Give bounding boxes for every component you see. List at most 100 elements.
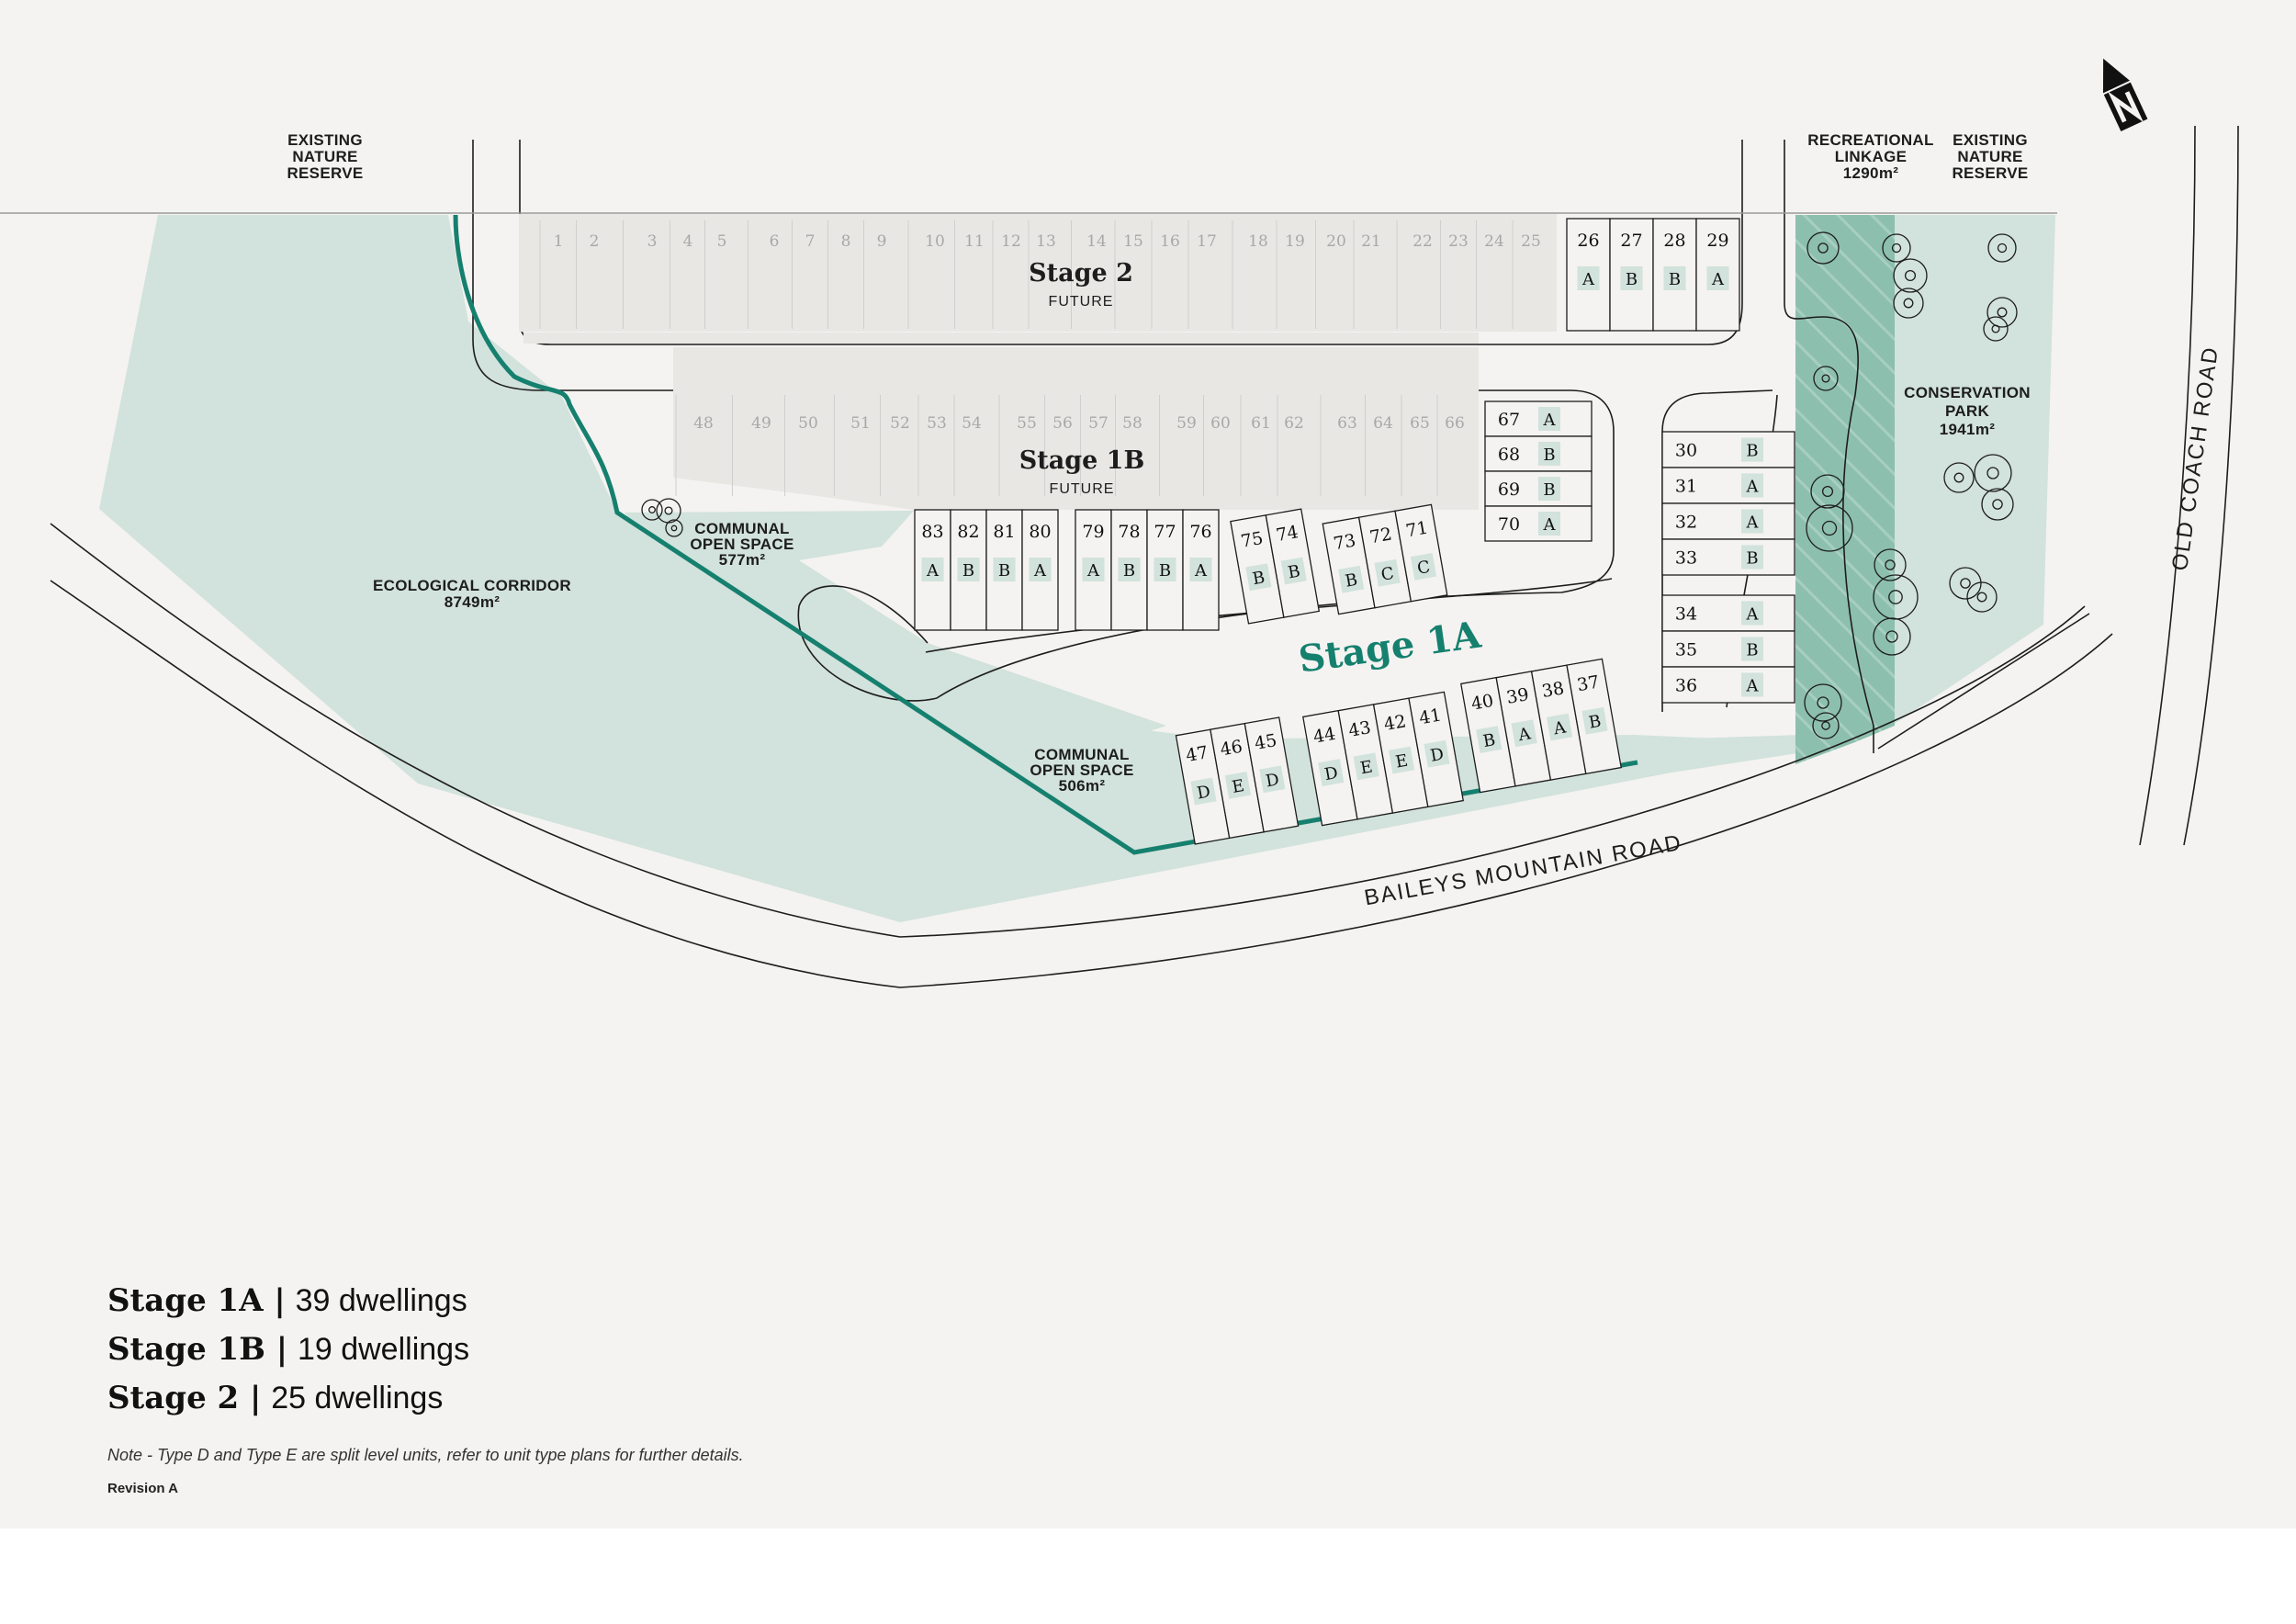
stage2-title: Stage 2 [1029,259,1133,288]
lot-number: 28 [1663,231,1685,251]
future-lot-number: 51 [850,414,871,433]
unit-type-tag: B [1669,270,1681,289]
lot-number: 27 [1620,231,1642,251]
lot-71[interactable]: 71C [1394,503,1448,603]
lot-39[interactable]: 39A [1495,671,1552,787]
label-existing-nature-reserve: NATURE [1957,148,2022,165]
future-lot-number: 49 [751,414,771,433]
lot-42[interactable]: 42E [1372,697,1429,814]
lot-74[interactable]: 74B [1265,508,1321,618]
revision-label: Revision A [107,1481,178,1496]
lot-83[interactable]: 83A [914,509,951,631]
future-lot-number: 65 [1410,414,1430,433]
future-lot-number: 50 [798,414,818,433]
label-recreational-linkage: RECREATIONAL [1807,131,1933,149]
future-lot-number: 16 [1160,232,1180,251]
summary-stage1a: Stage 1A | 39 dwellings [107,1285,467,1316]
lot-73[interactable]: 73B [1322,516,1376,615]
lot-46[interactable]: 46E [1210,722,1265,840]
lot-38[interactable]: 38A [1530,664,1587,781]
summary-stage-name: Stage 1A | [107,1282,286,1319]
lot-28[interactable]: 28B [1652,218,1697,332]
future-lot-number: 48 [693,414,714,433]
tree-icon [1812,712,1840,739]
unit-type-tag: D [1323,763,1340,784]
unit-type-tag: D [1196,782,1212,803]
future-lot-number: 63 [1337,414,1357,433]
unit-type-tag: A [1551,717,1568,739]
future-lot-number: 14 [1086,232,1107,251]
lot-27[interactable]: 27B [1609,218,1654,332]
future-lot-number: 61 [1251,414,1271,433]
future-lot-number: 8 [841,232,851,251]
future-lot-number: 52 [890,414,910,433]
lot-82[interactable]: 82B [950,509,987,631]
stage1b-status: FUTURE [1050,481,1115,497]
lot-78[interactable]: 78B [1110,509,1148,631]
tree-icon [1893,288,1924,319]
summary-stage-name: Stage 1B | [107,1331,288,1368]
label-recreational-linkage: 1290m² [1843,164,1898,182]
lot-81[interactable]: 81B [985,509,1023,631]
lot-number: 32 [1675,513,1697,533]
lot-number: 46 [1219,737,1244,761]
lot-44[interactable]: 44D [1302,709,1358,827]
lot-26[interactable]: 26A [1566,218,1611,332]
lot-47[interactable]: 47D [1175,728,1231,845]
summary-dwelling-count: 25 dwellings [271,1381,444,1415]
lot-number: 35 [1675,640,1697,660]
lot-number: 80 [1029,522,1051,542]
unit-type-tag: A [1581,270,1595,289]
future-lot-number: 24 [1484,232,1504,251]
unit-type-tag: A [1711,270,1725,289]
lot-29[interactable]: 29A [1695,218,1740,332]
tree-icon [1813,366,1839,391]
lot-41[interactable]: 41D [1408,691,1464,808]
lot-80[interactable]: 80A [1021,509,1059,631]
lot-number: 30 [1675,441,1697,461]
lot-number: 38 [1540,678,1566,702]
lot-number: 31 [1675,477,1697,497]
lot-37[interactable]: 37B [1566,658,1622,775]
tree-icon [1873,617,1911,656]
label-ecological-corridor: ECOLOGICAL CORRIDOR [373,577,571,594]
lot-number: 43 [1347,717,1373,741]
unit-type-tag: A [1086,561,1100,581]
ecological-corridor-area [99,215,1828,922]
future-lot-number: 12 [1001,232,1021,251]
future-lot-number: 10 [925,232,945,251]
lot-72[interactable]: 72C [1357,510,1412,609]
unit-type-tag: B [1626,270,1638,289]
future-lot-number: 5 [717,232,727,251]
future-lot-number: 53 [927,414,947,433]
lot-43[interactable]: 43E [1337,704,1394,820]
unit-type-tag: A [1746,677,1760,696]
lot-40[interactable]: 40B [1460,676,1516,794]
road-label-old-coach: OLD COACH ROAD [2167,344,2223,572]
future-lot-number: 15 [1123,232,1143,251]
label-communal-open-space: COMMUNAL [1034,746,1129,763]
lot-45[interactable]: 45D [1244,716,1300,833]
lot-number: 37 [1576,671,1602,695]
label-conservation-park: CONSERVATION [1904,384,2031,401]
unit-type-tag: A [1194,561,1208,581]
lot-77[interactable]: 77B [1146,509,1184,631]
lot-79[interactable]: 79A [1075,509,1112,631]
stage2-future-block [519,214,1557,332]
lot-number: 69 [1498,479,1520,500]
lot-76[interactable]: 76A [1182,509,1220,631]
